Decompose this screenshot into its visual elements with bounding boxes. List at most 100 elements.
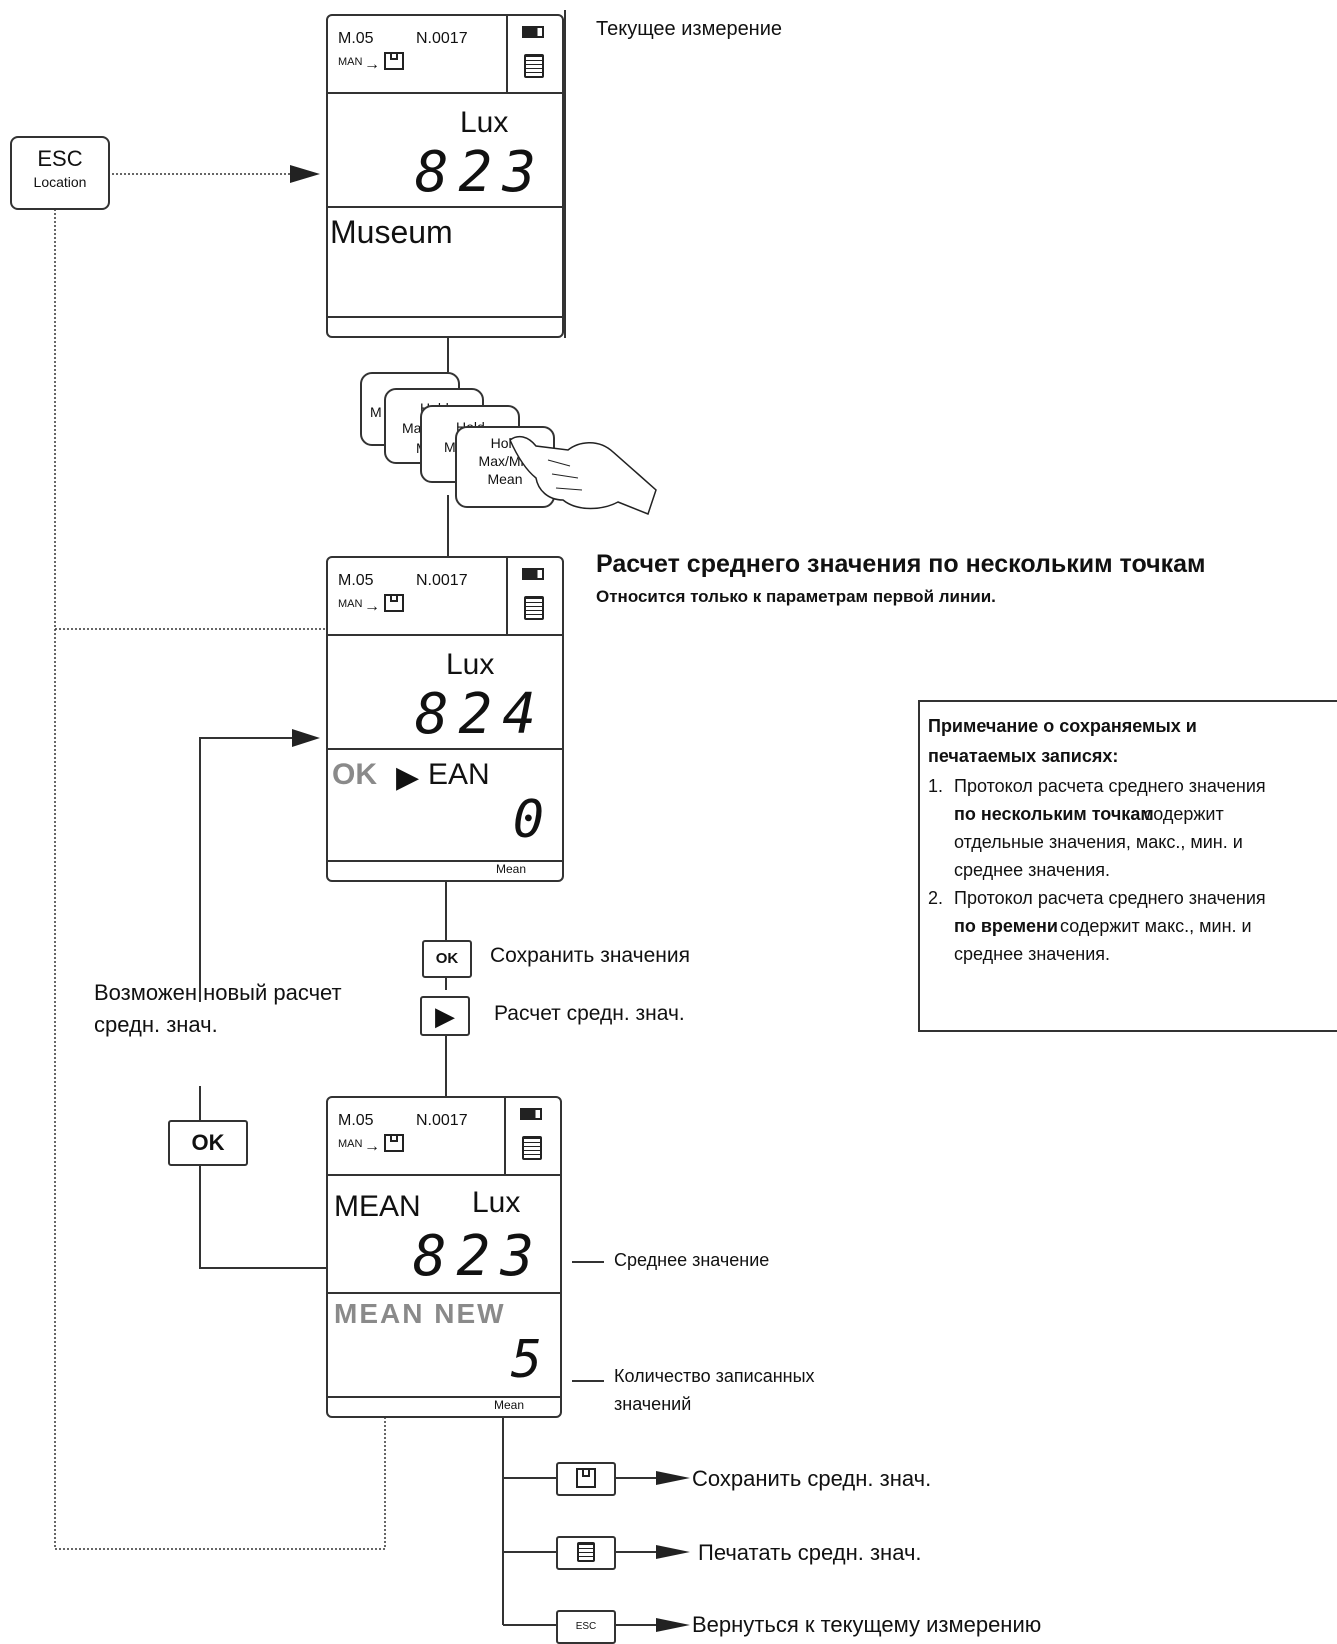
save-mean-button[interactable] <box>556 1462 616 1496</box>
note-item2-bold: по времени <box>954 916 1058 936</box>
current-measurement-caption: Текущее измерение <box>596 18 783 40</box>
return-label: Вернуться к текущему измерению <box>692 1612 1042 1637</box>
arrow-right-icon: → <box>364 1138 380 1155</box>
play-button[interactable]: ▶ <box>420 996 470 1036</box>
play-icon: ▶ <box>435 1001 455 1031</box>
lcd-primary-area: Lux 824 <box>328 636 562 750</box>
floppy-disk-icon <box>384 52 404 70</box>
count-annotation-line2: значений <box>614 1394 692 1414</box>
hold-key-shadow-text: Ma <box>402 420 422 436</box>
lcd-screen-mean: M.05 N.0017 MAN → MEAN Lux 823 MEAN NEW … <box>326 1096 562 1418</box>
mean-partial-label: EAN <box>428 758 490 791</box>
lcd-primary-area: MEAN Lux 823 <box>328 1176 560 1294</box>
floppy-disk-icon <box>384 1134 404 1152</box>
measurement-value: 823 <box>414 140 546 205</box>
lcd-header: M.05 N.0017 MAN → <box>328 16 562 94</box>
ok-button[interactable]: OK <box>422 940 472 978</box>
play-icon: ▶ <box>396 761 420 794</box>
number-label: N.0017 <box>416 572 468 589</box>
section-subtitle: Относится только к параметрам первой лин… <box>596 587 996 606</box>
location-name: Museum <box>330 214 453 250</box>
arrow-right-icon: → <box>364 56 380 73</box>
battery-icon <box>522 568 544 580</box>
footer-mean-label: Mean <box>495 862 526 876</box>
ok-restart-button[interactable]: OK <box>168 1120 248 1166</box>
floppy-disk-icon <box>576 1468 596 1488</box>
hold-key-shadow-text: M <box>370 404 382 420</box>
esc-key-label: ESC <box>37 146 83 171</box>
mode-label: MAN <box>338 598 363 610</box>
print-mean-button[interactable] <box>556 1536 616 1570</box>
note-title-line1: Примечание о сохраняемых и <box>928 716 1197 736</box>
lcd-footer: Mean <box>328 860 562 878</box>
lcd-header-status <box>506 16 562 92</box>
measurement-value: 824 <box>414 682 546 747</box>
new-calc-line2: средн. знач. <box>94 1012 218 1037</box>
mode-label: MAN <box>338 56 363 68</box>
note-item1-line3: отдельные значения, макс., мин. и <box>954 832 1243 852</box>
unit-label: Lux <box>472 1186 521 1219</box>
measurement-value: 823 <box>412 1224 544 1289</box>
mean-key-label: Mean <box>487 471 523 487</box>
note-item1-line1: Протокол расчета среднего значения <box>954 776 1266 796</box>
ok-restart-label: OK <box>191 1130 225 1155</box>
lcd-footer <box>328 316 562 334</box>
number-label: N.0017 <box>416 30 468 47</box>
printer-icon <box>522 1136 542 1160</box>
lcd-screen-multipoint: M.05 N.0017 MAN → Lux 824 OK ▶ EAN 0 Mea… <box>326 556 564 882</box>
esc-return-button[interactable]: ESC <box>556 1610 616 1644</box>
count-value: 0 <box>512 790 544 850</box>
note-item2-line1: Протокол расчета среднего значения <box>954 888 1266 908</box>
mode-label: MAN <box>338 1138 363 1150</box>
note-item2-line3: среднее значения. <box>954 944 1111 964</box>
lcd-header: M.05 N.0017 MAN → <box>328 558 562 636</box>
count-annotation-line1: Количество записанных <box>614 1366 815 1386</box>
esc-return-label: ESC <box>575 1621 597 1632</box>
printer-icon <box>577 1542 595 1562</box>
count-value: 5 <box>510 1330 542 1390</box>
model-label: M.05 <box>338 572 374 589</box>
hold-key-shadow-text: M <box>444 439 456 455</box>
unit-label: Lux <box>446 648 495 681</box>
ok-indicator: OK <box>332 758 377 791</box>
footer-mean-label: Mean <box>493 1398 524 1412</box>
mean-value-annotation: Среднее значение <box>614 1250 770 1270</box>
lcd-header: M.05 N.0017 MAN → <box>328 1098 560 1176</box>
ok-button-label: OK <box>435 950 459 967</box>
calc-mean-label: Расчет средн. знач. <box>494 1002 685 1025</box>
section-title: Расчет среднего значения по нескольким т… <box>596 550 1206 578</box>
lcd-primary-area: Lux 823 <box>328 94 562 208</box>
arrow-right-icon: → <box>364 598 380 615</box>
mean-label: MEAN <box>334 1190 421 1223</box>
save-mean-label: Сохранить средн. знач. <box>692 1466 932 1491</box>
note-item1-line4: среднее значения. <box>954 860 1111 880</box>
pressing-hand-icon <box>509 435 657 515</box>
note-item2-line2-rest: содержит макс., мин. и <box>1060 916 1252 936</box>
new-calc-line1: Возможен новый расчет <box>94 980 342 1005</box>
note-box: Примечание о сохраняемых и печатаемых за… <box>918 700 1337 1032</box>
note-item2-number: 2. <box>928 888 944 908</box>
note-item1-line2-rest: содержит <box>1144 804 1224 824</box>
note-item1-number: 1. <box>928 776 944 796</box>
lcd-header-status <box>506 558 562 634</box>
printer-icon <box>524 54 544 78</box>
lcd-footer: Mean <box>328 1396 560 1414</box>
printer-icon <box>524 596 544 620</box>
number-label: N.0017 <box>416 1112 468 1129</box>
note-item1-bold: по нескольким точкам <box>954 804 1154 824</box>
save-values-label: Сохранить значения <box>490 944 690 967</box>
floppy-disk-icon <box>384 594 404 612</box>
note-title-line2: печатаемых записях: <box>928 746 1119 766</box>
model-label: M.05 <box>338 1112 374 1129</box>
model-label: M.05 <box>338 30 374 47</box>
mean-new-label: MEAN NEW <box>334 1298 506 1329</box>
location-key-label: Location <box>33 174 87 190</box>
esc-location-key[interactable]: ESC Location <box>10 136 110 210</box>
battery-icon <box>520 1108 542 1120</box>
lcd-screen-current: M.05 N.0017 MAN → Lux 823 Museum <box>326 14 564 338</box>
lcd-header-status <box>504 1098 560 1174</box>
unit-label: Lux <box>460 106 509 139</box>
battery-icon <box>522 26 544 38</box>
print-mean-label: Печатать средн. знач. <box>698 1540 922 1565</box>
